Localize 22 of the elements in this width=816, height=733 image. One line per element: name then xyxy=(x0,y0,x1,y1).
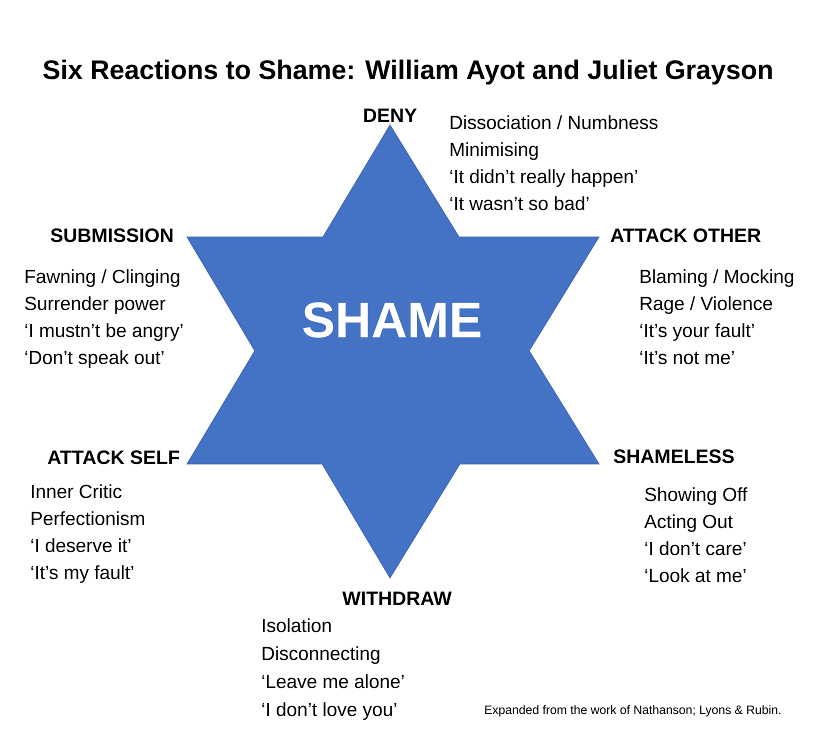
text-line: Showing Off xyxy=(645,487,748,505)
text-line: ‘Look at me’ xyxy=(645,568,746,582)
text-line: ‘Leave me alone’ xyxy=(262,674,404,688)
text-line: Disconnecting xyxy=(262,646,380,664)
text-line: ‘I don’t care’ xyxy=(645,541,746,556)
caption: Expanded from the work of Nathanson; Lyons & Rubin. xyxy=(485,705,780,717)
text-line: ‘I deserve it’ xyxy=(31,538,130,552)
text-line: ‘Don’t speak out’ xyxy=(25,350,164,368)
text-line: Rage / Violence xyxy=(640,296,772,314)
text-line: ‘I don’t love you’ xyxy=(262,702,396,720)
text-line: Surrender power xyxy=(25,296,166,314)
text-line: ‘It wasn’t so bad’ xyxy=(450,196,588,210)
title: Six Reactions to Shame: William Ayot and Juliet Grayson xyxy=(43,60,772,85)
text-line: Blaming / Mocking xyxy=(640,269,794,287)
text-line: ‘It’s your fault’ xyxy=(640,323,754,341)
text-line: Perfectionism xyxy=(32,511,144,526)
text-line: ‘It’s my fault’ xyxy=(31,565,134,583)
text-line: Inner Critic xyxy=(32,484,122,498)
text-line: Minimising xyxy=(450,142,538,160)
text-line: Acting Out xyxy=(644,514,733,532)
text-line: Isolation xyxy=(262,618,331,632)
text-line: ‘It’s not me’ xyxy=(640,350,734,364)
